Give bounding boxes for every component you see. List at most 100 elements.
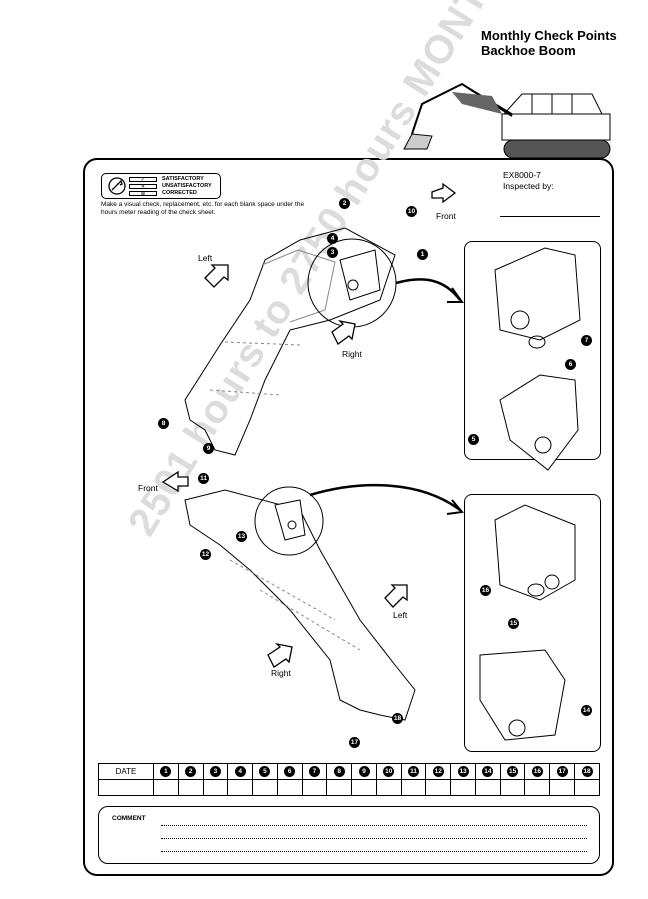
col-header-2: 2 (177, 763, 204, 780)
comment-line-1[interactable] (161, 825, 587, 826)
date-header: DATE (98, 763, 154, 780)
check-cell-17[interactable] (549, 779, 576, 796)
callout-11: 11 (198, 473, 209, 484)
direction-left-bottom: Left (393, 610, 408, 620)
col-number: 3 (209, 766, 221, 777)
legend: ✓ SATISFACTORY ✕ UNSATISFACTORY ⊠ CORREC… (101, 173, 221, 199)
legend-unsatisfactory: UNSATISFACTORY (162, 183, 212, 189)
check-cell-3[interactable] (202, 779, 229, 796)
callout-18: 18 (392, 713, 403, 724)
legend-corrected: CORRECTED (162, 190, 197, 196)
callout-5: 5 (468, 434, 479, 445)
date-table: DATE 1 2 3 4 5 6 7 8 9 10 11 12 13 14 15… (98, 763, 600, 796)
check-cell-9[interactable] (351, 779, 377, 796)
col-header-10: 10 (375, 763, 402, 780)
date-table-header: DATE 1 2 3 4 5 6 7 8 9 10 11 12 13 14 15… (98, 763, 600, 780)
callout-8: 8 (158, 418, 169, 429)
callout-6: 6 (565, 359, 576, 370)
unsatisfactory-symbol: ✕ (129, 184, 157, 190)
callout-1: 1 (417, 249, 428, 260)
inspector-signature-line[interactable] (500, 216, 600, 217)
callout-14: 14 (581, 705, 592, 716)
callout-2: 2 (339, 198, 350, 209)
col-number: 11 (408, 766, 420, 777)
col-header-12: 12 (425, 763, 452, 780)
legend-satisfactory: SATISFACTORY (162, 176, 204, 182)
col-header-11: 11 (400, 763, 427, 780)
col-number: 8 (333, 766, 345, 777)
title-line-1: Monthly Check Points (481, 28, 617, 43)
check-cell-16[interactable] (524, 779, 551, 796)
check-cell-2[interactable] (177, 779, 204, 796)
comment-line-2[interactable] (161, 838, 587, 839)
satisfactory-symbol: ✓ (129, 177, 157, 183)
col-number: 12 (432, 766, 444, 777)
check-cell-12[interactable] (425, 779, 452, 796)
col-number: 13 (457, 766, 469, 777)
callout-10: 10 (406, 206, 417, 217)
col-number: 4 (234, 766, 246, 777)
callout-4: 4 (327, 233, 338, 244)
instructions: Make a visual check, replacement, etc. f… (101, 201, 305, 216)
col-header-1: 1 (153, 763, 179, 780)
callout-16: 16 (480, 585, 491, 596)
col-header-9: 9 (351, 763, 377, 780)
col-header-8: 8 (326, 763, 353, 780)
col-number: 1 (160, 766, 172, 777)
model-block: EX8000-7 Inspected by: (503, 170, 554, 192)
direction-right-top: Right (342, 349, 362, 359)
callout-13: 13 (236, 531, 247, 542)
col-number: 2 (185, 766, 197, 777)
col-number: 10 (383, 766, 395, 777)
check-cell-6[interactable] (276, 779, 303, 796)
col-number: 18 (581, 766, 593, 777)
excavator-illustration (403, 82, 611, 159)
col-header-18: 18 (574, 763, 600, 780)
callout-7: 7 (581, 335, 592, 346)
callout-9: 9 (203, 443, 214, 454)
col-header-3: 3 (202, 763, 229, 780)
col-header-4: 4 (227, 763, 254, 780)
col-header-6: 6 (276, 763, 303, 780)
check-cell-5[interactable] (252, 779, 278, 796)
col-number: 7 (308, 766, 320, 777)
check-cell-14[interactable] (474, 779, 501, 796)
col-number: 5 (259, 766, 271, 777)
check-cell-18[interactable] (574, 779, 600, 796)
inspected-by-label: Inspected by: (503, 181, 554, 191)
col-number: 15 (507, 766, 519, 777)
check-cell-1[interactable] (153, 779, 179, 796)
corrected-symbol: ⊠ (129, 191, 157, 197)
col-header-5: 5 (252, 763, 278, 780)
direction-left-top: Left (198, 253, 213, 263)
direction-right-bottom: Right (271, 668, 291, 678)
check-cell-11[interactable] (400, 779, 427, 796)
callout-3: 3 (327, 247, 338, 258)
date-entry-cell[interactable] (98, 779, 154, 796)
check-cell-7[interactable] (301, 779, 328, 796)
comment-box[interactable]: COMMENT (98, 806, 600, 864)
col-header-15: 15 (499, 763, 526, 780)
check-cell-10[interactable] (375, 779, 402, 796)
detail-panel-bottom (464, 494, 601, 752)
col-number: 6 (284, 766, 296, 777)
check-sheet-frame (83, 158, 614, 876)
check-cell-8[interactable] (326, 779, 353, 796)
col-number: 9 (358, 766, 370, 777)
col-header-17: 17 (549, 763, 576, 780)
check-cell-15[interactable] (499, 779, 526, 796)
callout-12: 12 (200, 549, 211, 560)
col-header-16: 16 (524, 763, 551, 780)
comment-line-3[interactable] (161, 851, 587, 852)
col-number: 17 (556, 766, 568, 777)
check-cell-4[interactable] (227, 779, 254, 796)
col-header-13: 13 (450, 763, 476, 780)
callout-17: 17 (349, 737, 360, 748)
page-title: Monthly Check Points Backhoe Boom (481, 28, 617, 58)
col-header-14: 14 (474, 763, 501, 780)
callout-15: 15 (508, 618, 519, 629)
check-cell-13[interactable] (450, 779, 476, 796)
detail-panel-top (464, 241, 601, 460)
direction-front-top: Front (436, 211, 456, 221)
